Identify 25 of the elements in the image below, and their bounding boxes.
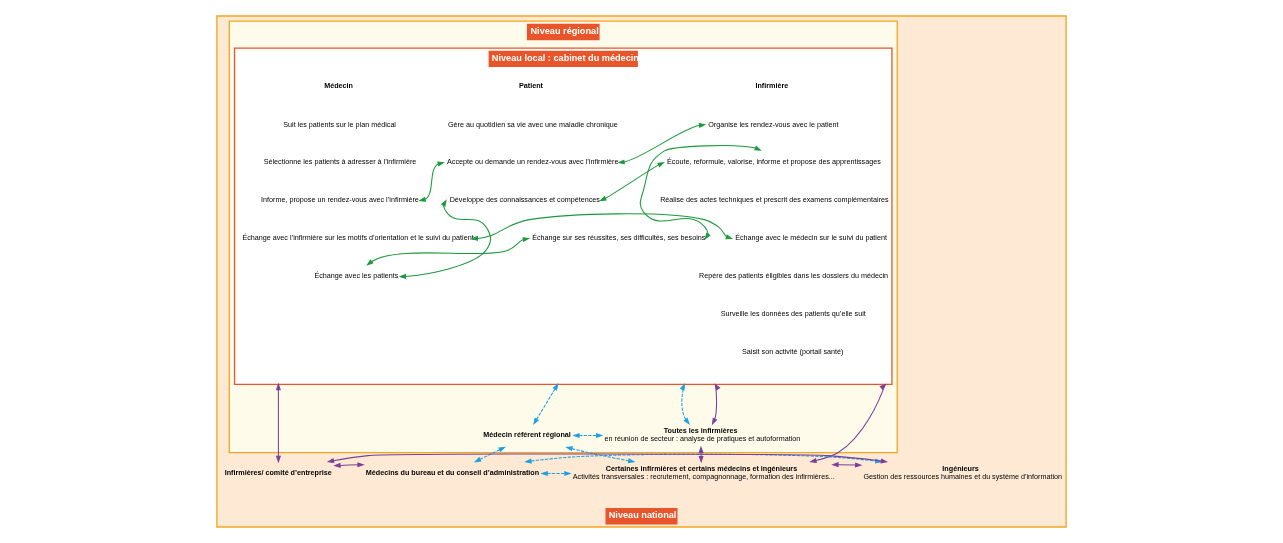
node-text: Échange avec l’infirmière sur les motifs d’orientation et le suivi du patient <box>242 233 474 243</box>
node-text: Médecin référent régional <box>483 429 571 439</box>
node-text: Échange avec les patients <box>314 271 399 281</box>
node-text: Ingénieurs Gestion des ressources humaines et du système d’information <box>863 464 1063 481</box>
node-text: Informe, propose un rendez-vous avec l’infirmière <box>261 195 419 205</box>
node-text: Patient <box>519 80 544 90</box>
node-text: Organise les rendez-vous avec le patient <box>708 119 839 129</box>
node-text: Médecin <box>324 80 354 90</box>
node-text: Infirmière <box>755 80 789 90</box>
node-text: Réalise des actes techniques et prescrit des examens complémentaires <box>660 195 889 205</box>
node-text: Échange avec le médecin sur le suivi du patient <box>735 233 887 243</box>
node-text: Médecins du bureau et du conseil d’administration <box>365 467 540 477</box>
node-text: Repère des patients éligibles dans les dossiers du médecin <box>699 271 889 281</box>
node-text: Surveille les données des patients qu’elle suit <box>720 309 866 319</box>
node-text: Infirmières/ comité d’entreprise <box>224 467 332 477</box>
node-text: Certaines infirmières et certains médecins et ingénieurs Activités transversales : recrutement, compagnonnage, formation des infirmières... <box>572 464 835 481</box>
node-text: Sélectionne les patients à adresser à l’infirmière <box>263 157 417 167</box>
node-text: Accepte ou demande un rendez-vous avec l’infirmière <box>447 157 619 167</box>
node-text: Saisit son activité (portail santé) <box>742 347 844 357</box>
node-text: Toutes les infirmières en réunion de secteur : analyse de pratiques et autoformation <box>604 426 801 443</box>
node-text: Suit les patients sur le plan médical <box>283 119 396 129</box>
node-text: Gère au quotidien sa vie avec une maladie chronique <box>448 119 618 129</box>
node-text: Écoute, reformule, valorise, informe et propose des apprentissages <box>667 157 881 167</box>
node-text: Échange sur ses réussites, ses difficultés, ses besoins <box>532 233 706 243</box>
node-text: Développe des connaissances et compétences <box>449 195 600 205</box>
